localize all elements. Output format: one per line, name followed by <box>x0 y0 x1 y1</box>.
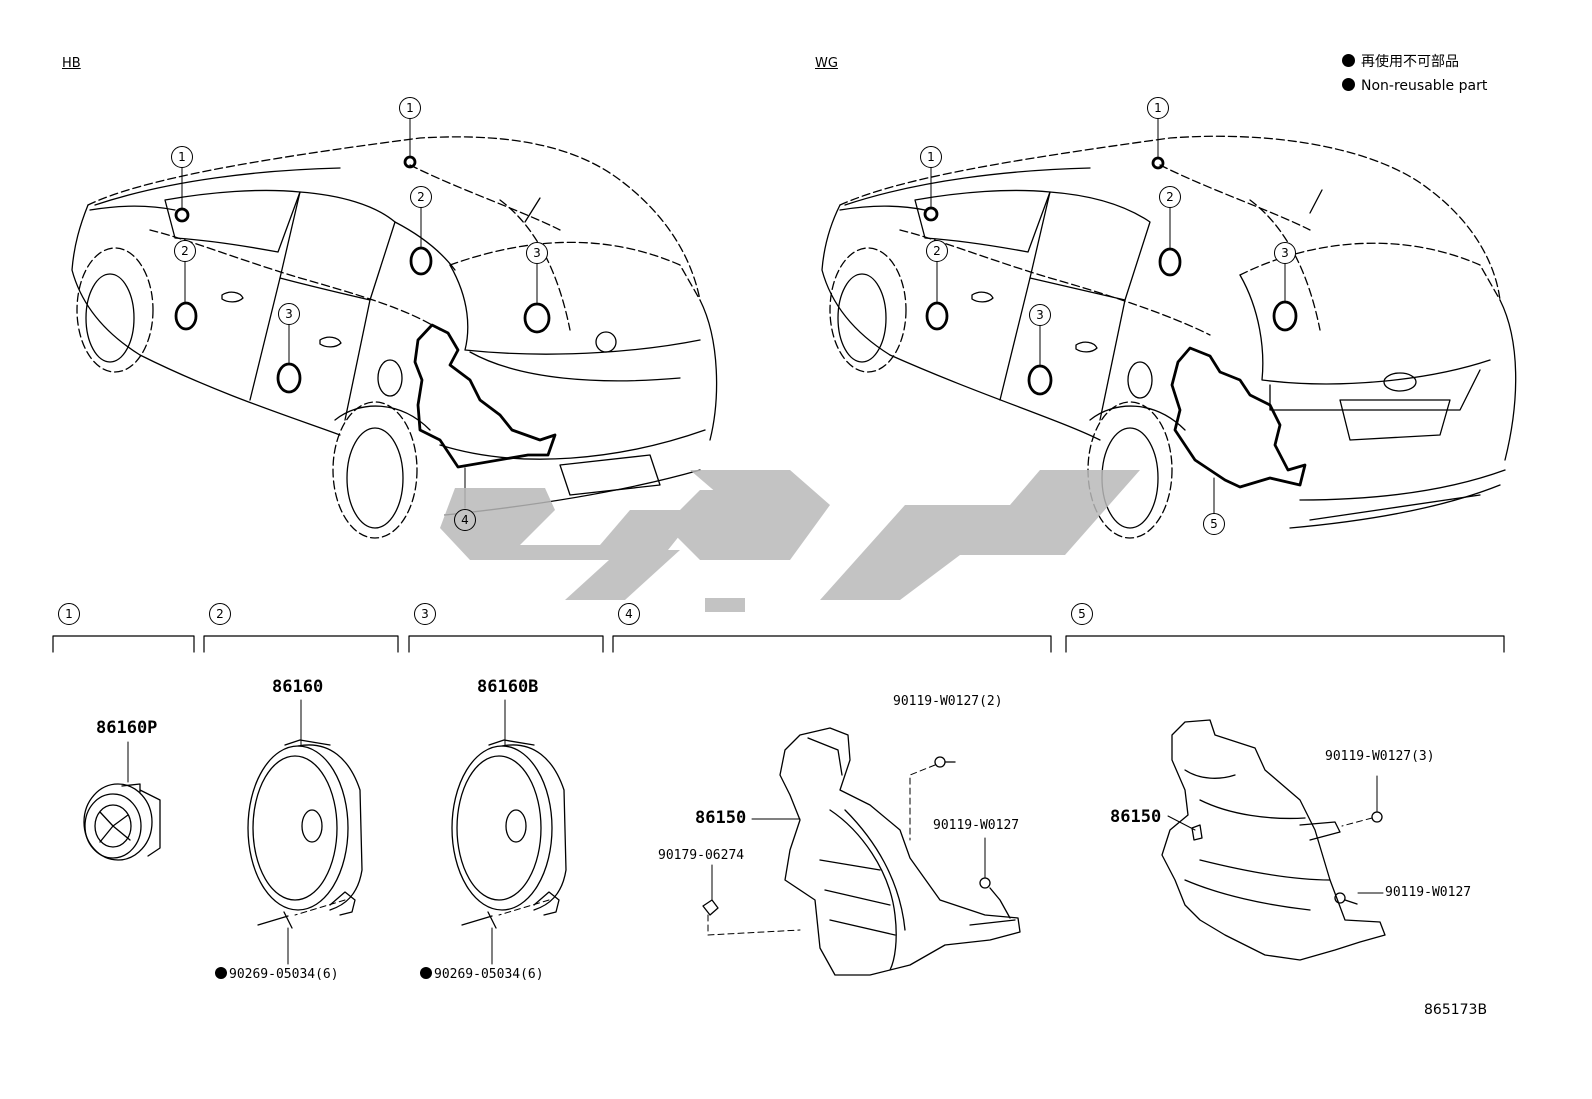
speaker-86160-illustration <box>247 699 363 965</box>
part-number-86160p: 86160P <box>96 718 158 738</box>
callout-wg-1-door: 1 <box>920 146 942 168</box>
callout-hb-1-rear: 1 <box>399 97 421 119</box>
callout-hb-2-rear: 2 <box>410 186 432 208</box>
group-number-4: 4 <box>618 603 640 625</box>
legend-japanese: 再使用不可部品 <box>1342 54 1459 70</box>
watermark-logo <box>440 470 1140 612</box>
callout-hb-1-door: 1 <box>171 146 193 168</box>
callout-wg-3-door: 3 <box>1029 304 1051 326</box>
speaker-86160b-illustration <box>451 699 567 965</box>
part-number-90119-bolt-wg: 90119-W0127 <box>1385 885 1472 900</box>
subwoofer-86150-hb-illustration <box>702 727 1021 976</box>
callout-wg-2-rear: 2 <box>1159 186 1181 208</box>
subwoofer-86150-wg-illustration <box>1161 719 1386 961</box>
part-number-86150-wg: 86150 <box>1110 807 1162 827</box>
callout-wg-1-rear: 1 <box>1147 97 1169 119</box>
callout-hb-3-rear: 3 <box>526 242 548 264</box>
part-number-90119-bolt-3: 90119-W0127(3) <box>1325 749 1435 764</box>
view-label-hb: HB <box>62 56 81 71</box>
part-number-90119-bolt-hb: 90119-W0127 <box>933 818 1020 833</box>
part-number-86160: 86160 <box>272 677 324 697</box>
legend-english: Non-reusable part <box>1342 78 1487 94</box>
non-reusable-dot-icon <box>1342 78 1355 91</box>
callout-hb-3-door: 3 <box>278 303 300 325</box>
group-number-2: 2 <box>209 603 231 625</box>
non-reusable-dot-icon <box>215 967 227 979</box>
illustration-id: 865173B <box>1424 1002 1488 1018</box>
non-reusable-dot-icon <box>1342 54 1355 67</box>
group-number-3: 3 <box>414 603 436 625</box>
callout-wg-5: 5 <box>1203 513 1225 535</box>
callout-wg-3-rear: 3 <box>1274 242 1296 264</box>
callout-hb-4: 4 <box>454 509 476 531</box>
tweeter-86160p-illustration <box>83 741 161 861</box>
non-reusable-dot-icon <box>420 967 432 979</box>
group-number-1: 1 <box>58 603 80 625</box>
part-number-86160b: 86160B <box>477 677 539 697</box>
part-number-86150-hb: 86150 <box>695 808 747 828</box>
view-label-wg: WG <box>815 56 838 71</box>
hb-car-illustration <box>71 118 718 539</box>
group-number-5: 5 <box>1071 603 1093 625</box>
part-number-90119-bolt-2: 90119-W0127(2) <box>893 694 1003 709</box>
callout-hb-2-front: 2 <box>174 240 196 262</box>
callout-wg-2-front: 2 <box>926 240 948 262</box>
part-number-90179-nut: 90179-06274 <box>658 848 745 863</box>
wg-car-illustration <box>821 118 1517 539</box>
part-number-90269-bolt-g3: 90269-05034(6) <box>420 967 544 982</box>
group-brackets <box>52 635 1505 653</box>
part-number-90269-bolt-g2: 90269-05034(6) <box>215 967 339 982</box>
